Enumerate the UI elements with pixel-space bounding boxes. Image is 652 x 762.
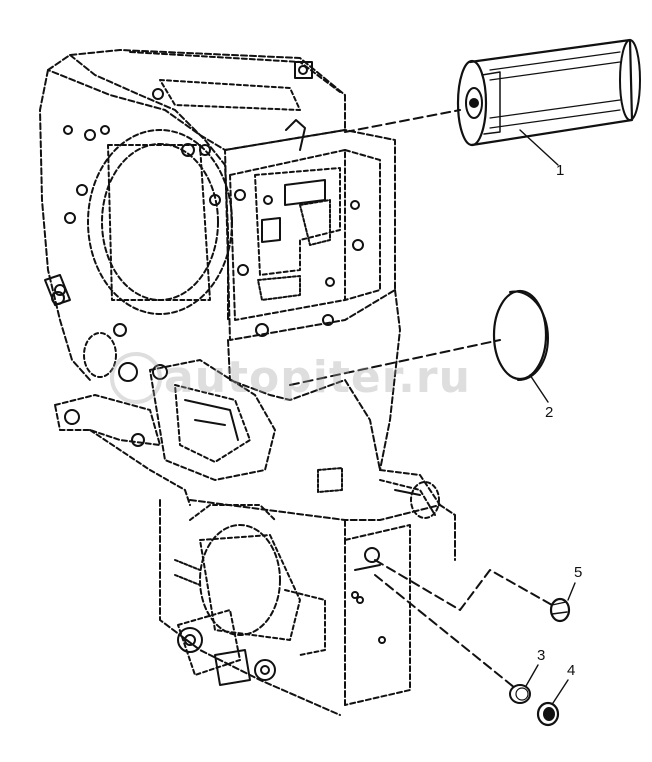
housing-body bbox=[39, 49, 456, 716]
callout-line-5 bbox=[567, 582, 576, 601]
callout-label-4: 4 bbox=[567, 662, 576, 679]
callout-label-3: 3 bbox=[537, 647, 546, 664]
leader-line-part-5 bbox=[374, 559, 553, 611]
leader-line-part-1 bbox=[344, 109, 461, 133]
callout-label-2: 2 bbox=[545, 404, 554, 421]
part-4-nut bbox=[536, 701, 560, 727]
part-2-cover-disc bbox=[492, 289, 549, 381]
part-3-washer bbox=[509, 684, 531, 704]
part-1-filter-cartridge bbox=[456, 38, 641, 147]
callout-line-2 bbox=[529, 374, 549, 403]
callout-line-1 bbox=[519, 129, 559, 166]
callout-label-1: 1 bbox=[556, 162, 565, 179]
callout-line-4 bbox=[552, 679, 569, 704]
leader-line-part-3 bbox=[374, 574, 516, 689]
callout-line-3 bbox=[525, 664, 539, 687]
part-5-plug bbox=[549, 597, 571, 623]
leader-line-part-2 bbox=[289, 339, 501, 386]
callout-label-5: 5 bbox=[574, 564, 583, 581]
